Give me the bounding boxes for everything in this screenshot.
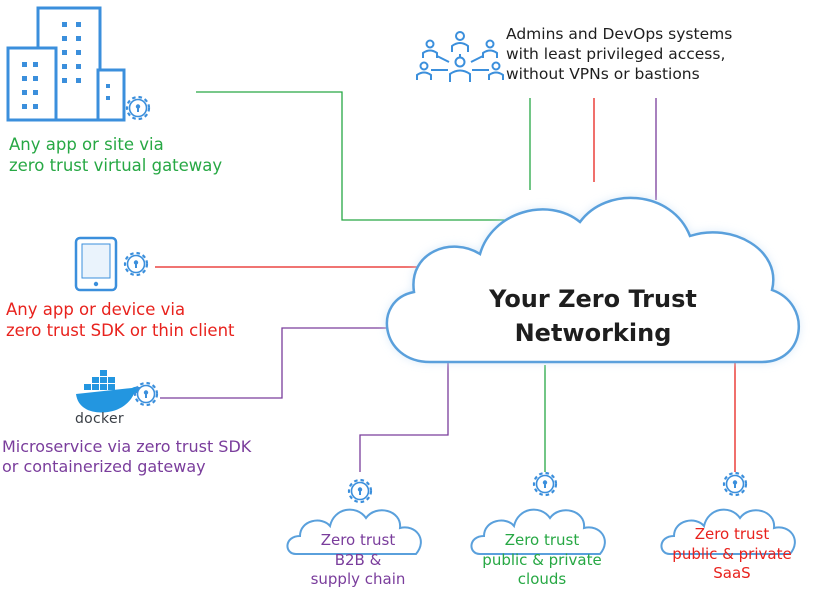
gear-icon: [133, 381, 159, 407]
center-title: Your Zero Trust Networking: [489, 285, 697, 348]
label-b2b: Zero trust B2B & supply chain: [310, 531, 406, 588]
tablet-icon: [74, 236, 118, 292]
gear-icon: [532, 471, 558, 497]
label-any-app-site: Any app or site via zero trust virtual g…: [9, 135, 223, 176]
label-public-private-clouds: Zero trust public & private clouds: [482, 531, 602, 588]
label-public-private-saas: Zero trust public & private SaaS: [672, 525, 792, 582]
connector-saas: [612, 357, 736, 472]
label-admins-devops: Admins and DevOps systems with least pri…: [506, 25, 733, 83]
docker-logo-text: docker: [75, 411, 124, 427]
label-any-app-device: Any app or device via zero trust SDK or …: [6, 300, 235, 341]
label-microservice: Microservice via zero trust SDK or conta…: [2, 437, 252, 477]
main-cloud: [385, 196, 801, 364]
connector-b2b: [359, 355, 449, 472]
connector-docker: [160, 327, 392, 399]
gear-icon: [125, 95, 151, 121]
gear-icon: [722, 471, 748, 497]
docker-icon: [76, 370, 144, 413]
people-network-icon: [416, 31, 504, 82]
gear-icon: [347, 478, 373, 504]
buildings-icon: [6, 6, 126, 122]
gear-icon: [123, 251, 149, 277]
connector-buildings: [196, 91, 520, 221]
